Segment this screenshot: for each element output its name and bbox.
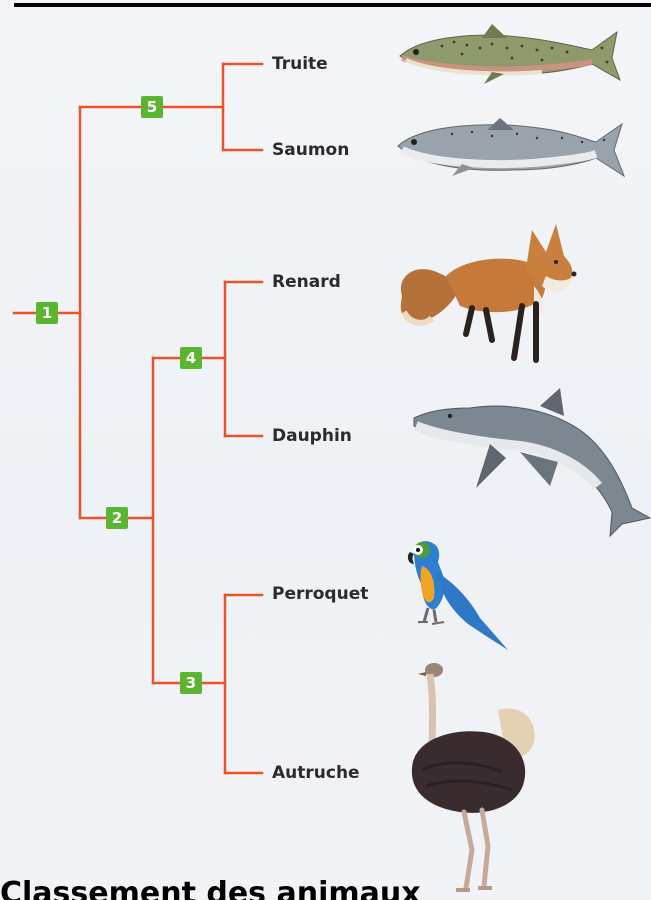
node-1: 1 <box>36 302 58 324</box>
label-dauphin: Dauphin <box>272 426 352 446</box>
label-truite: Truite <box>272 54 328 74</box>
trout-illustration <box>392 18 624 88</box>
dolphin-illustration <box>410 386 651 541</box>
label-saumon: Saumon <box>272 140 349 160</box>
node-3: 3 <box>180 672 202 694</box>
node-2: 2 <box>106 507 128 529</box>
label-autruche: Autruche <box>272 763 360 783</box>
label-perroquet: Perroquet <box>272 584 368 604</box>
bottom-heading: Classement des animaux <box>0 876 421 900</box>
parrot-illustration <box>404 538 512 654</box>
node-4: 4 <box>180 347 202 369</box>
label-renard: Renard <box>272 272 341 292</box>
ostrich-illustration <box>402 660 542 896</box>
salmon-illustration <box>392 112 628 184</box>
fox-illustration <box>396 216 581 366</box>
node-5: 5 <box>141 96 163 118</box>
